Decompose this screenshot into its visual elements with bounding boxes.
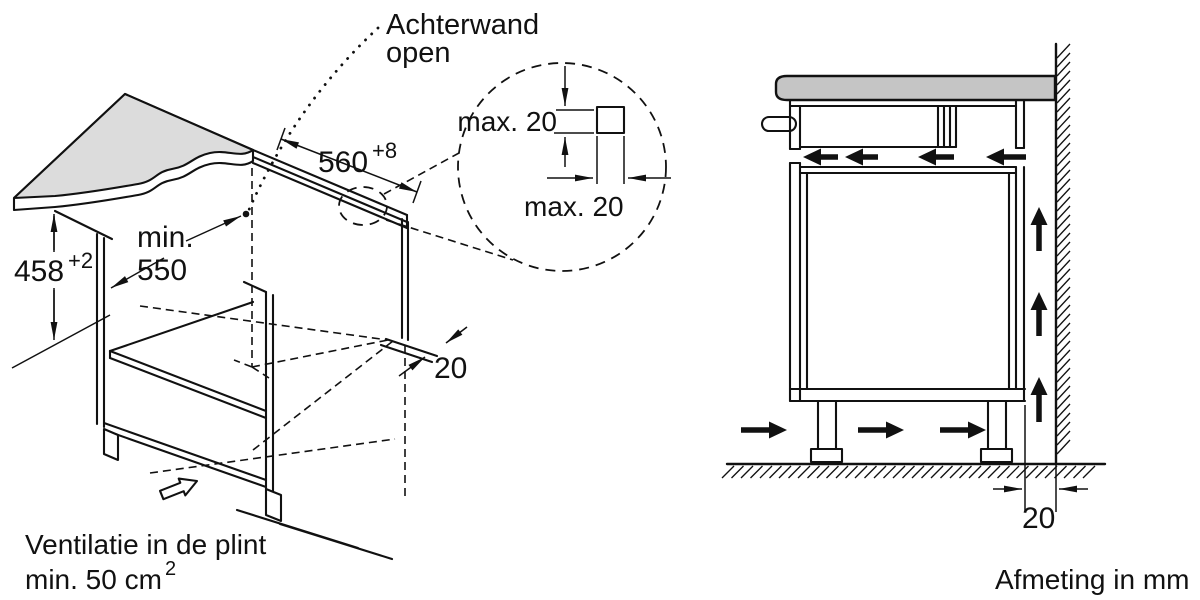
cabinet-leg-rear xyxy=(979,399,1014,464)
detail-source-circle xyxy=(338,186,388,226)
dim-wall-clearance: 20 xyxy=(1022,405,1057,535)
callout-line1: Achterwand xyxy=(386,9,539,41)
dim-niche-depth: min. 550 xyxy=(137,221,194,287)
callout-end-dot xyxy=(242,210,250,218)
dim-niche-height: 458 +2 xyxy=(11,216,111,369)
isometric-cabinet-view: 458 +2 min. 550 560 +8 20 Achterwand ope… xyxy=(11,9,539,595)
dim-rear-gap-value: 20 xyxy=(434,352,467,385)
cabinet-structure xyxy=(53,148,439,561)
detail-dim-height: max. 20 xyxy=(457,106,557,137)
cabinet-leg-left xyxy=(102,427,120,462)
worktop-right xyxy=(774,74,1057,102)
dim-wall-clearance-value: 20 xyxy=(1022,502,1055,535)
cabinet-leg-front xyxy=(809,399,844,464)
ventilation-flow-arrow xyxy=(158,477,199,501)
floor-hatching xyxy=(721,465,1096,479)
dim-depth-line1: min. xyxy=(137,221,194,254)
ventilation-note-line2: min. 50 cm xyxy=(25,564,162,595)
dimension-arrowheads xyxy=(50,66,1088,493)
oven-handle xyxy=(760,115,798,133)
side-section-view: 20 Afmeting in mm xyxy=(721,42,1190,595)
airflow-exhaust-arrows xyxy=(803,148,1026,166)
units-caption: Afmeting in mm xyxy=(995,564,1190,595)
airflow-rise-arrows xyxy=(1030,207,1048,422)
cabinet-leg-right xyxy=(264,487,283,523)
detail-dim-depth: max. 20 xyxy=(524,191,624,222)
cabinet-section xyxy=(788,98,1027,464)
dim-height-tolerance: +2 xyxy=(68,248,93,273)
callout-line2: open xyxy=(386,37,451,69)
callout-back-wall: Achterwand open xyxy=(242,9,539,218)
dim-rear-gap: 20 xyxy=(434,352,467,385)
ventilation-note-line1: Ventilatie in de plint xyxy=(25,529,267,560)
detail-circle xyxy=(457,62,667,272)
ventilation-note-sup: 2 xyxy=(165,558,176,580)
ventilation-note: Ventilatie in de plint min. 50 cm 2 xyxy=(25,529,267,595)
worktop-left xyxy=(12,92,255,212)
dim-width-tolerance: +8 xyxy=(372,138,397,163)
detail-view: max. 20 max. 20 xyxy=(338,62,667,272)
trim-strip-section xyxy=(595,105,626,135)
airflow-intake-arrows xyxy=(741,421,986,439)
wall-hatching xyxy=(1056,43,1071,455)
dim-height-value: 458 xyxy=(14,255,64,288)
